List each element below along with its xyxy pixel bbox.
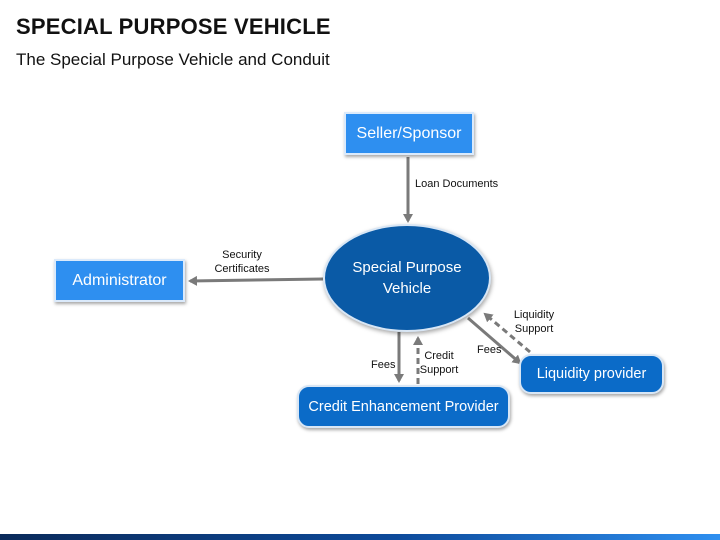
fees-liquidity-label: Fees: [477, 344, 502, 356]
special-purpose-vehicle-node: Special Purpose Vehicle: [323, 224, 491, 332]
liquidity-support-label: Liquidity Support: [508, 308, 560, 336]
loan-documents-label: Loan Documents: [415, 178, 499, 190]
arrow-fees-to-liquidity: [467, 316, 522, 365]
security-label-line2: Certificates: [214, 263, 270, 275]
security-certificates-label: Security Certificates: [206, 248, 278, 276]
credit-support-line2: Support: [419, 364, 459, 376]
liquidity-provider-box: Liquidity provider: [519, 354, 664, 394]
administrator-box: Administrator: [54, 259, 185, 302]
seller-sponsor-box: Seller/Sponsor: [344, 112, 474, 155]
footer-bar: [0, 534, 720, 540]
liquidity-support-line1: Liquidity: [513, 309, 555, 321]
spv-label-line1: Special Purpose: [352, 259, 462, 276]
liquidity-provider-label: Liquidity provider: [536, 366, 647, 382]
liquidity-support-line2: Support: [514, 323, 554, 335]
credit-enhancement-provider-label: Credit Enhancement Provider: [308, 398, 499, 415]
seller-sponsor-label: Seller/Sponsor: [356, 124, 462, 142]
credit-support-line1: Credit: [424, 350, 454, 362]
fees-credit-label: Fees: [371, 359, 396, 371]
page-subtitle: The Special Purpose Vehicle and Conduit: [16, 50, 330, 69]
administrator-label: Administrator: [72, 271, 167, 289]
spv-label-line2: Vehicle: [382, 280, 432, 297]
credit-support-label: Credit Support: [418, 349, 460, 377]
security-label-line1: Security: [222, 249, 262, 261]
arrow-spv-to-administrator: [188, 275, 324, 286]
credit-enhancement-provider-box: Credit Enhancement Provider: [297, 385, 510, 428]
page-title: SPECIAL PURPOSE VEHICLE: [16, 14, 331, 39]
